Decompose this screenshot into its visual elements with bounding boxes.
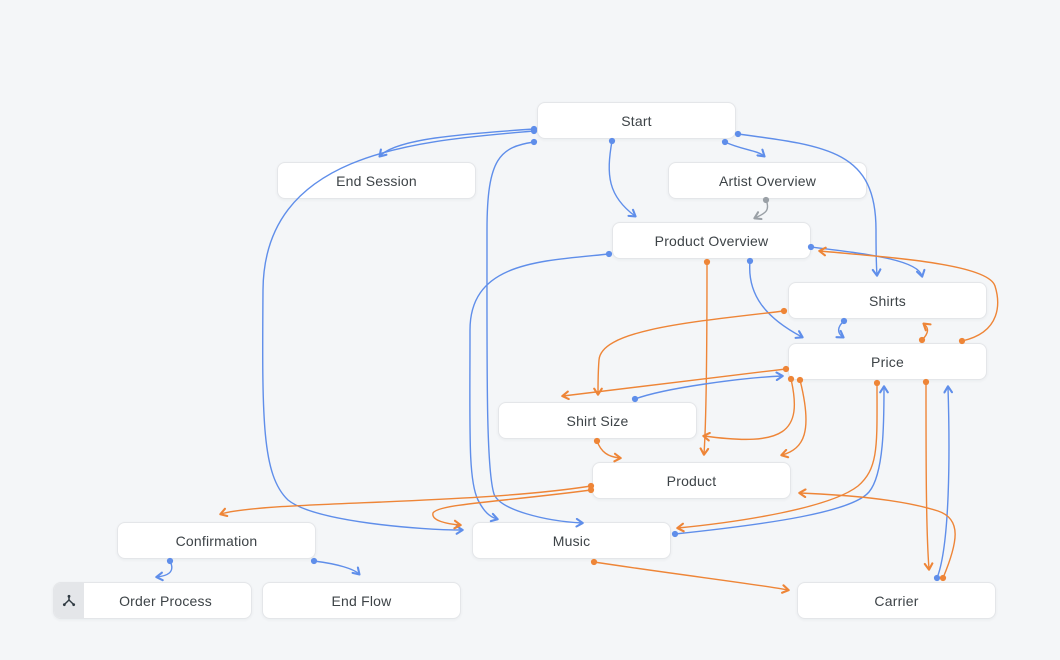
edge-product-confirmation bbox=[219, 485, 592, 518]
edge-source-dot bbox=[780, 307, 788, 315]
node-label-order_process: Order Process bbox=[119, 592, 212, 609]
edge-source-dot bbox=[939, 574, 947, 582]
node-music[interactable]: Music bbox=[472, 522, 671, 559]
edge-shirt_size-product bbox=[596, 440, 622, 463]
node-confirmation[interactable]: Confirmation bbox=[117, 522, 316, 559]
node-shirts[interactable]: Shirts bbox=[788, 282, 987, 319]
edge-price-carrier bbox=[923, 381, 934, 571]
edge-music-price bbox=[674, 385, 889, 535]
edge-price-shirt_size bbox=[702, 378, 795, 442]
edge-product-music bbox=[432, 489, 592, 530]
edge-confirmation-order_process bbox=[155, 560, 173, 582]
edge-source-dot bbox=[310, 557, 318, 565]
node-shirt_size[interactable]: Shirt Size bbox=[498, 402, 697, 439]
edge-source-dot bbox=[721, 138, 729, 146]
edge-start-product_overview bbox=[608, 140, 637, 218]
edge-source-dot bbox=[671, 530, 679, 538]
edge-carrier-product bbox=[798, 488, 956, 579]
node-label-carrier: Carrier bbox=[874, 592, 919, 609]
edge-product_overview-shirts bbox=[810, 246, 926, 278]
edge-music-carrier bbox=[593, 561, 790, 594]
edge-price-shirt_size bbox=[561, 368, 787, 401]
edge-source-dot bbox=[873, 379, 881, 387]
edge-start-artist_overview bbox=[724, 141, 766, 158]
node-end_session[interactable]: End Session bbox=[277, 162, 476, 199]
edge-start-music bbox=[486, 141, 584, 528]
node-order_process[interactable]: Order Process bbox=[53, 582, 252, 619]
edge-artist_overview-product_overview bbox=[753, 199, 769, 221]
node-label-start: Start bbox=[621, 112, 652, 129]
edge-confirmation-end_flow bbox=[313, 560, 361, 576]
node-label-end_session: End Session bbox=[336, 172, 417, 189]
edge-source-dot bbox=[933, 574, 941, 582]
edge-source-dot bbox=[590, 558, 598, 566]
edge-product_overview-music bbox=[469, 253, 610, 523]
edge-source-dot bbox=[703, 258, 711, 266]
node-label-artist_overview: Artist Overview bbox=[718, 172, 817, 189]
node-label-shirt_size: Shirt Size bbox=[566, 412, 629, 429]
node-product[interactable]: Product bbox=[592, 462, 791, 499]
node-label-product: Product bbox=[666, 472, 717, 489]
edge-price-shirts bbox=[921, 322, 932, 341]
edge-price-product bbox=[780, 379, 807, 459]
node-carrier[interactable]: Carrier bbox=[797, 582, 996, 619]
node-label-end_flow: End Flow bbox=[331, 592, 392, 609]
node-label-product_overview: Product Overview bbox=[654, 232, 769, 249]
edge-price-music bbox=[676, 382, 878, 533]
node-label-music: Music bbox=[552, 532, 591, 549]
node-label-confirmation: Confirmation bbox=[175, 532, 258, 549]
edge-shirts-shirt_size bbox=[593, 310, 785, 396]
edge-carrier-price bbox=[936, 385, 953, 579]
node-artist_overview[interactable]: Artist Overview bbox=[668, 162, 867, 199]
node-product_overview[interactable]: Product Overview bbox=[612, 222, 811, 259]
edge-product_overview-product bbox=[699, 261, 710, 456]
node-label-shirts: Shirts bbox=[869, 292, 906, 309]
node-price[interactable]: Price bbox=[788, 343, 987, 380]
edge-shirts-price bbox=[835, 320, 845, 339]
edge-source-dot bbox=[530, 138, 538, 146]
subflow-icon bbox=[54, 583, 84, 618]
edge-start-end_session bbox=[378, 128, 535, 158]
node-end_flow[interactable]: End Flow bbox=[262, 582, 461, 619]
node-start[interactable]: Start bbox=[537, 102, 736, 139]
node-label-price: Price bbox=[871, 353, 904, 370]
edge-shirt_size-price bbox=[634, 371, 784, 400]
